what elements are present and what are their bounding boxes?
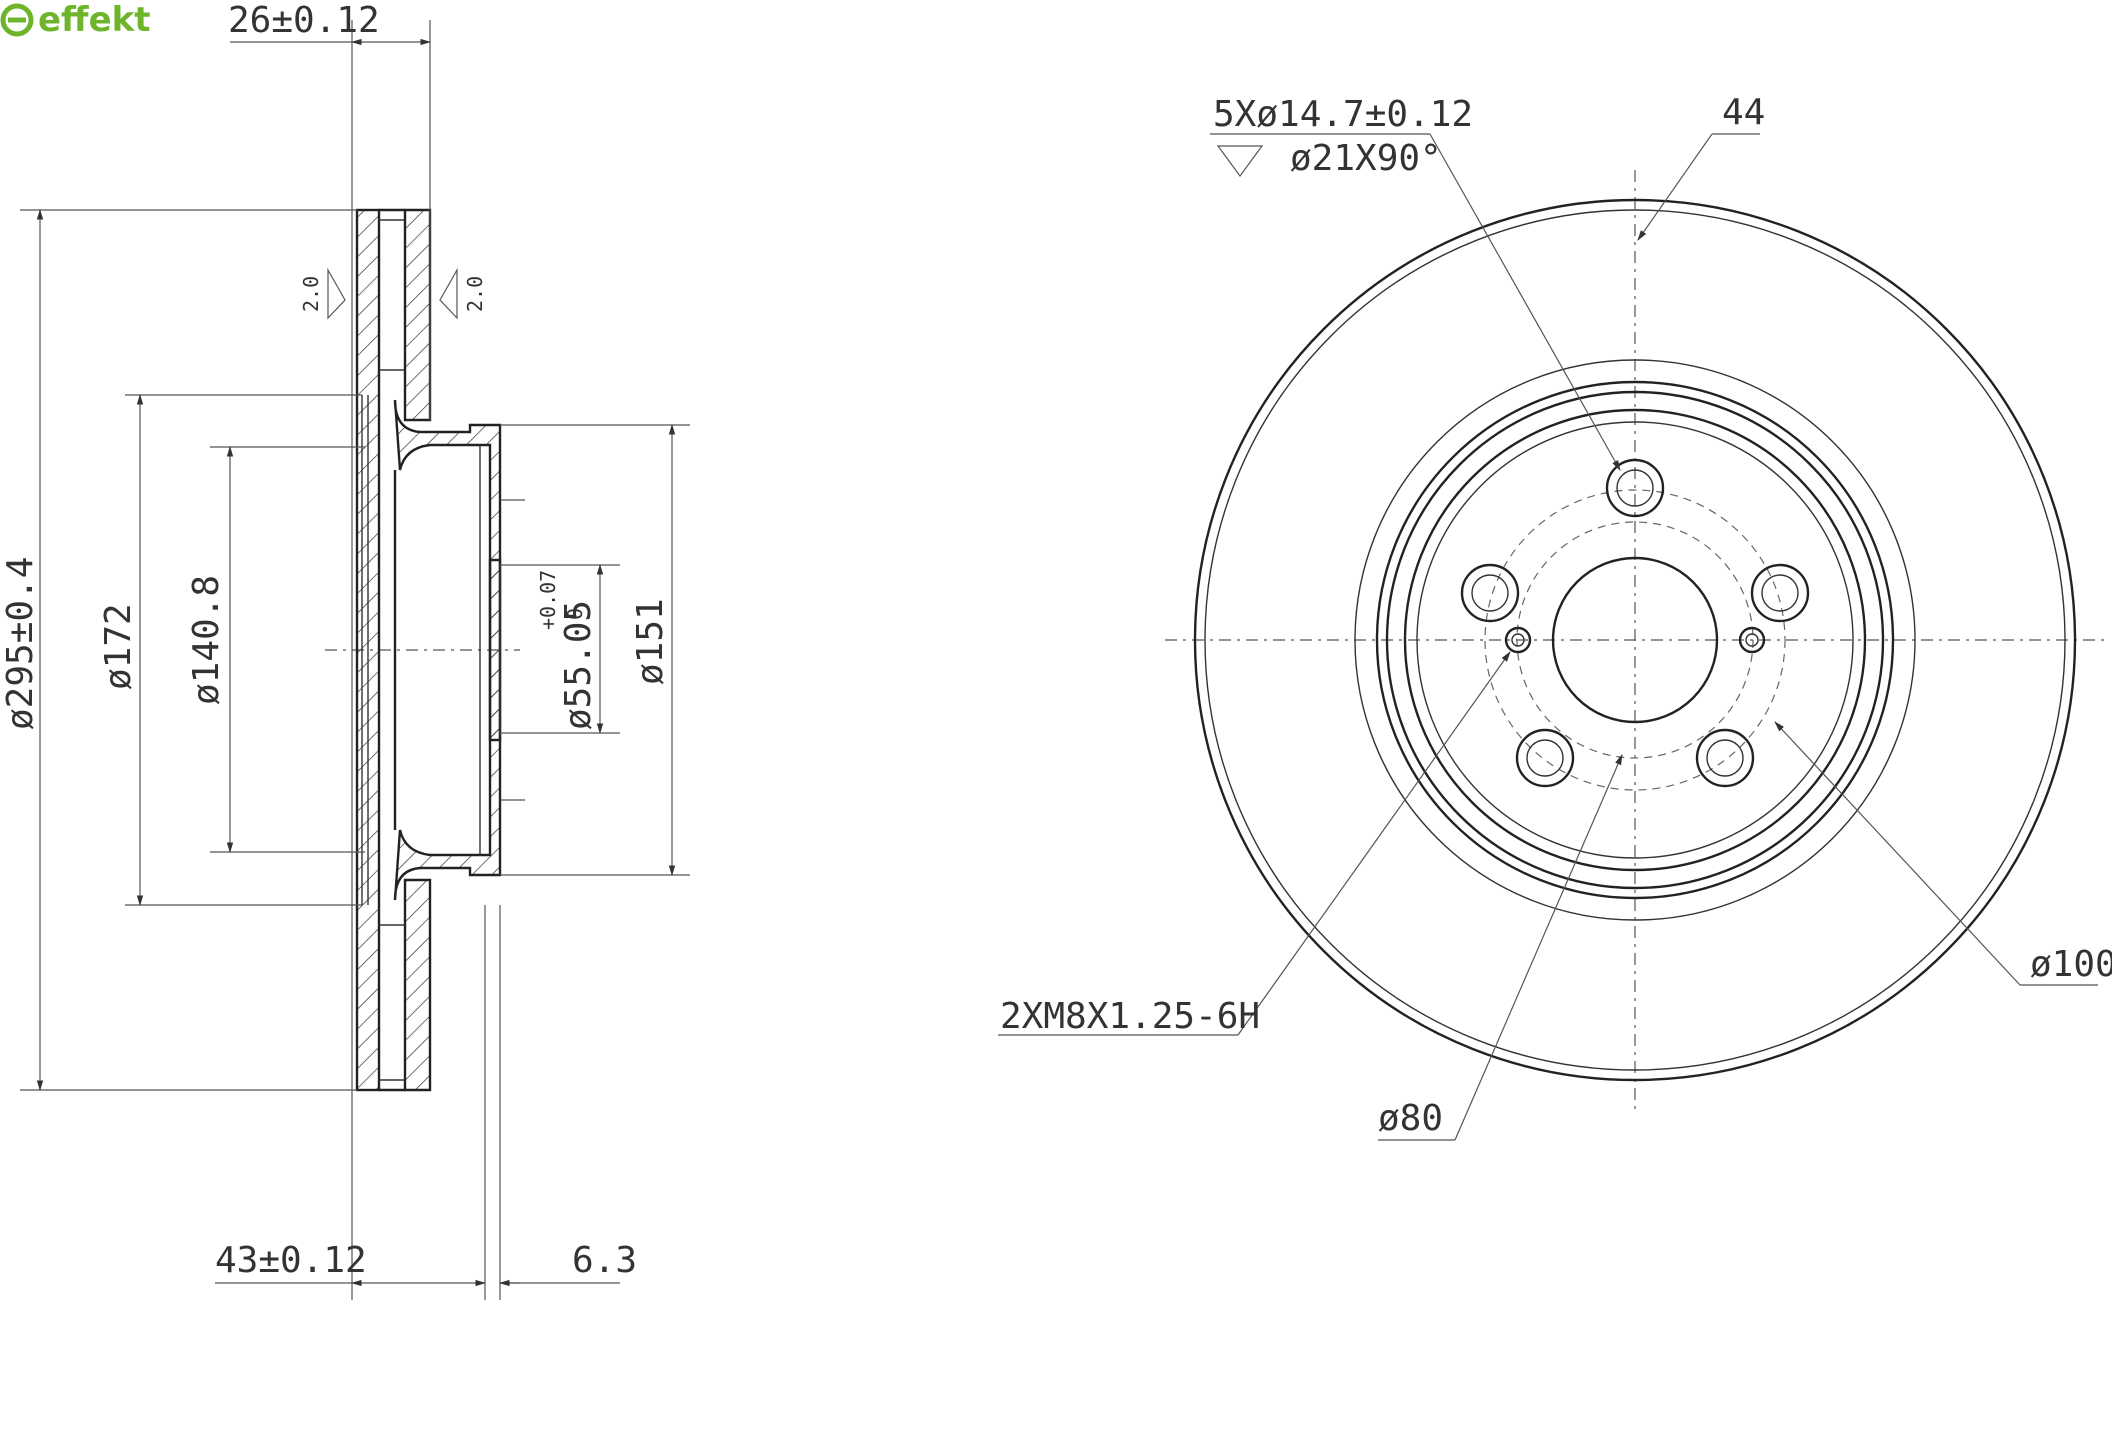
bolt-hole-3 [1750,563,1810,623]
label-44: 44 [1722,92,1765,133]
hub-section-lower [393,558,502,901]
side-section-view: 26±0.12 ø295±0.4 ø172 ø140.8 ø55.05 +0.0… [0,0,690,1300]
effekt-e-logo-icon [0,3,34,37]
label-countersink: ø21X90° [1290,138,1442,179]
bolt-hole-1 [1605,458,1665,518]
surface-finish-left: 2.0 [299,276,323,312]
dim-bore-tol-upper: +0.07 [536,570,560,630]
dim-bore-tol-lower: 0 [563,608,587,620]
brand-name: effekt [38,0,151,40]
dim-140-8: ø140.8 [186,575,227,705]
thread-hole-1 [1504,626,1532,654]
dim-height: 43±0.12 [215,1240,367,1281]
dim-172: ø172 [98,603,139,690]
bolt-hole-2 [1460,563,1520,623]
bolt-hole-4 [1515,728,1575,788]
label-100: ø100 [2030,944,2112,985]
dim-hub-thickness: 6.3 [572,1240,637,1281]
label-thread: 2XM8X1.25-6H [1000,996,1260,1037]
thread-hole-2 [1738,626,1766,654]
label-bolt-holes: 5Xø14.7±0.12 [1213,94,1473,135]
surface-finish-right: 2.0 [463,276,487,312]
dim-151: ø151 [630,598,671,685]
front-view: 5Xø14.7±0.12 ø21X90° 44 2XM8X1.25-6H ø80… [998,92,2112,1141]
right-friction-plate-lower [403,878,432,1092]
dim-bore: ø55.05 [558,600,599,730]
right-friction-plate-upper [403,208,432,422]
hub-section-upper [393,399,502,742]
brand-logo: effekt [0,0,151,40]
dim-thickness: 26±0.12 [228,0,380,41]
bolt-hole-5 [1695,728,1755,788]
label-80: ø80 [1378,1098,1443,1139]
dim-outer-diameter: ø295±0.4 [0,557,41,730]
